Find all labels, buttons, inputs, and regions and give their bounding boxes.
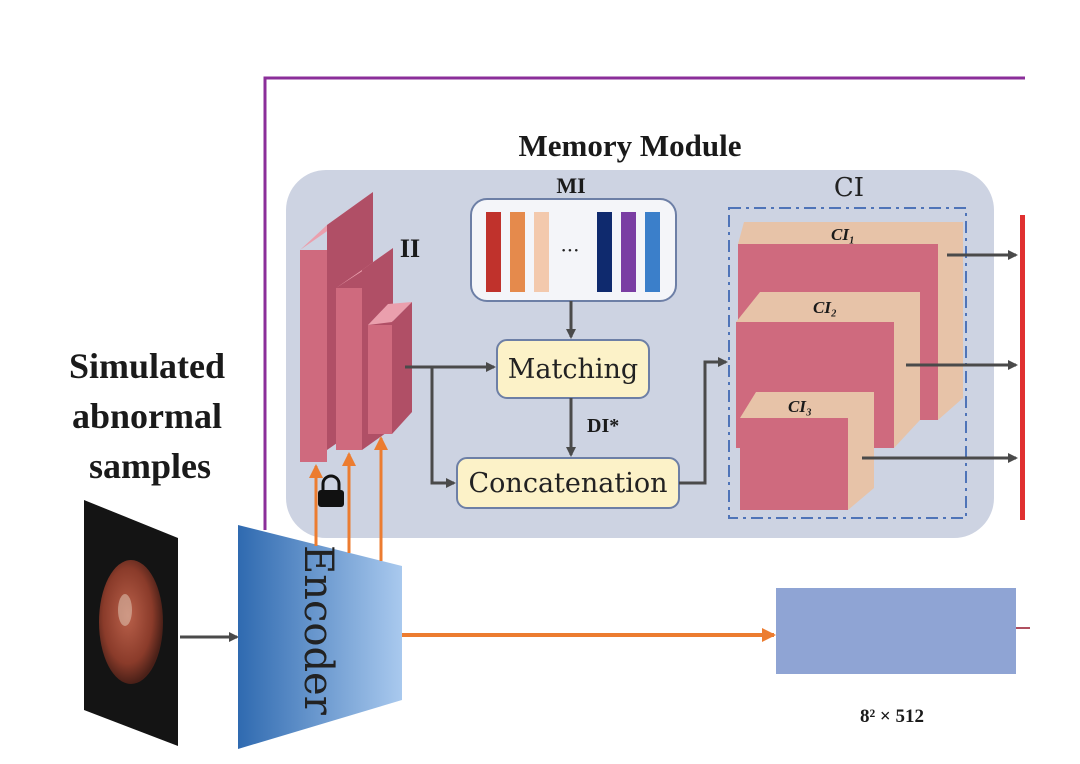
lock-icon	[318, 474, 344, 507]
simulated-label-line1: Simulated	[69, 346, 225, 386]
di-star-label: DI*	[587, 415, 619, 437]
module-arrows	[405, 301, 728, 488]
feature-dim-label: 8² × 512	[860, 706, 924, 727]
ci3-label: CI₃	[788, 397, 812, 416]
ci1-label: CI₁	[831, 225, 855, 244]
simulated-label-line3: samples	[89, 446, 211, 486]
ci2-label: CI₂	[813, 298, 837, 317]
mi-bar-2	[510, 212, 525, 292]
matching-label: Matching	[508, 354, 638, 385]
simulated-label-line2: abnormal	[72, 396, 222, 436]
red-output-bar	[1020, 215, 1025, 520]
ci-output-arrows	[862, 250, 1018, 463]
matching-box	[496, 339, 650, 399]
encoder-label: Encoder	[295, 545, 341, 716]
mi-bar-1	[486, 212, 501, 292]
feature-box	[776, 588, 1016, 674]
sample-image	[84, 500, 178, 746]
mi-bar-6	[645, 212, 660, 292]
mi-ellipsis: ···	[560, 238, 579, 262]
ci-label: CI	[834, 173, 864, 203]
mi-bar-3	[534, 212, 549, 292]
mi-label: MI	[556, 173, 585, 198]
encoder-block	[238, 525, 402, 749]
ii-label: II	[400, 234, 420, 263]
ci-group-frame	[728, 207, 967, 519]
memory-module-title: Memory Module	[519, 128, 742, 163]
outer-frame	[263, 76, 1025, 530]
mi-bar-5	[621, 212, 636, 292]
mi-bar-4	[597, 212, 612, 292]
ii-feature-blocks	[300, 192, 412, 462]
concatenation-label: Concatenation	[469, 468, 668, 499]
ci3-block	[740, 392, 874, 510]
mi-bars	[486, 212, 660, 292]
encoder-to-ii-arrows	[309, 436, 388, 561]
